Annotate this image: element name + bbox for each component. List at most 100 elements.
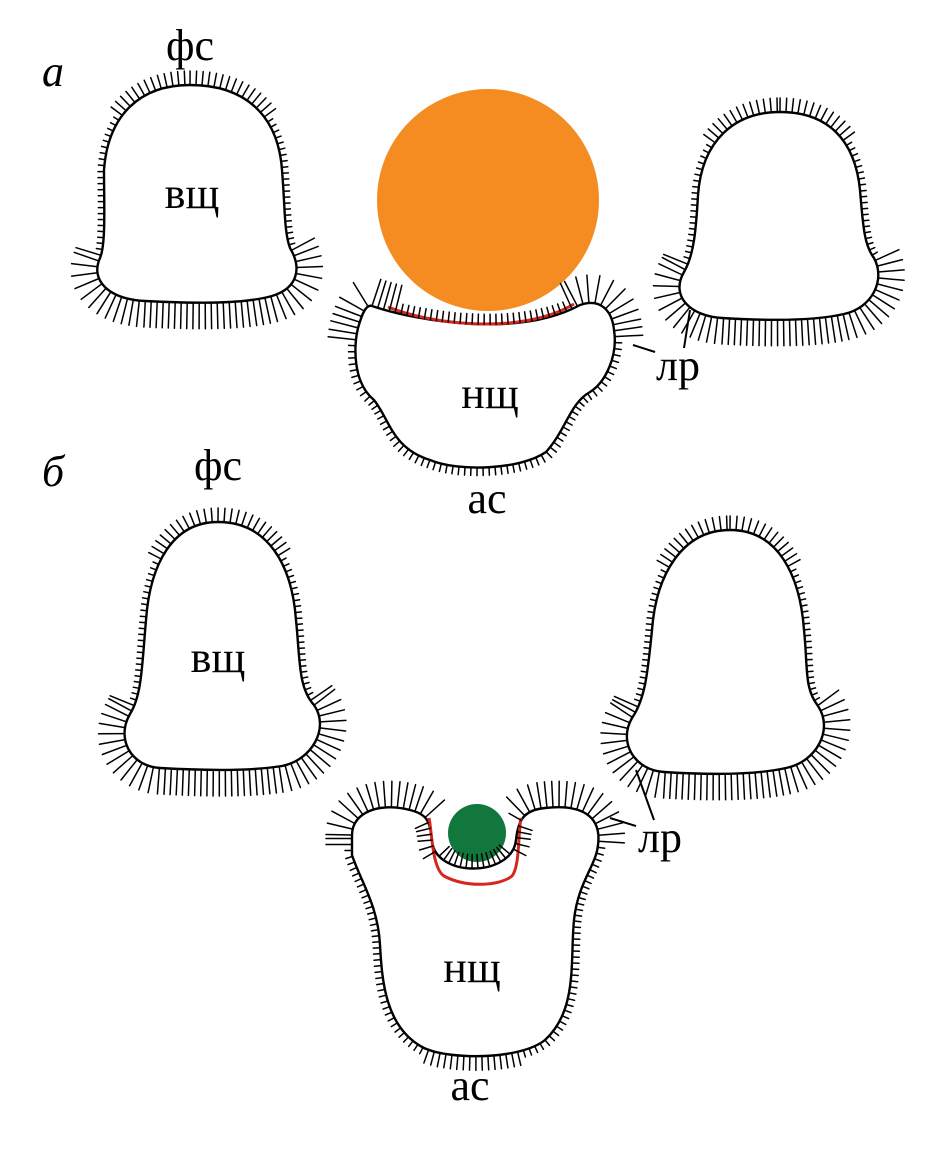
cilium <box>109 695 136 707</box>
cilium <box>512 463 516 473</box>
cilium <box>125 90 136 104</box>
cilium <box>465 312 468 325</box>
cilium <box>684 250 693 254</box>
cilium <box>487 1055 490 1071</box>
cilium <box>505 1053 509 1069</box>
cilium <box>570 974 579 977</box>
cilium <box>653 291 681 300</box>
cilium <box>98 158 106 161</box>
cilium <box>223 507 226 523</box>
food-particle <box>377 89 599 311</box>
cilium <box>649 598 658 602</box>
cilium <box>693 179 701 183</box>
panel-a-upper-left-cell: вщ <box>96 83 298 304</box>
cilium <box>131 692 139 695</box>
cilium <box>284 220 292 223</box>
cilium <box>656 559 671 569</box>
cilium <box>562 301 568 313</box>
cilium <box>248 768 252 797</box>
cilium <box>288 242 296 246</box>
cilium <box>423 308 427 320</box>
cilium <box>766 770 771 798</box>
cilium <box>149 300 152 329</box>
cilium <box>98 738 126 746</box>
cilium <box>816 689 840 707</box>
cilium <box>240 300 245 328</box>
leader-line <box>632 344 656 353</box>
cilium <box>806 670 814 673</box>
cilium <box>293 278 319 291</box>
cilium <box>489 850 497 866</box>
cilium <box>241 84 250 98</box>
cilium <box>564 780 568 809</box>
cilium <box>480 853 485 869</box>
cilium <box>496 846 507 860</box>
cilium <box>254 768 258 796</box>
cilium <box>114 100 127 112</box>
cilium <box>251 92 262 105</box>
cilium <box>390 1022 399 1028</box>
cilium <box>797 98 802 115</box>
cilium <box>648 604 656 608</box>
cilium <box>210 507 214 523</box>
cilium <box>608 298 634 315</box>
cilium <box>810 753 831 774</box>
cilium <box>195 510 202 526</box>
cilium <box>588 868 597 874</box>
cilium <box>351 872 360 877</box>
cilium <box>371 278 382 307</box>
cilium <box>823 719 851 723</box>
cilium <box>139 621 147 624</box>
cilium <box>371 404 379 410</box>
cilium <box>295 623 304 626</box>
cilium <box>717 118 729 131</box>
cilium <box>548 1035 556 1042</box>
cilium <box>432 461 437 471</box>
cilium <box>660 569 668 574</box>
cilium <box>300 756 318 780</box>
cilium <box>149 567 158 571</box>
cilium <box>733 317 737 346</box>
cilium <box>522 1049 527 1058</box>
cilium <box>608 365 618 370</box>
cilium <box>606 750 632 765</box>
cilium <box>415 827 431 833</box>
cilium <box>704 518 711 534</box>
cilium <box>700 155 708 160</box>
cilium <box>330 320 359 329</box>
lateral-cilia-label: лр <box>656 341 700 390</box>
cilium <box>453 311 456 324</box>
cilium <box>463 466 466 476</box>
cilium <box>163 767 167 796</box>
cilium <box>274 135 282 139</box>
cilium <box>558 1020 567 1026</box>
cilium <box>707 128 720 139</box>
cilium <box>778 768 785 796</box>
cilium <box>365 905 374 910</box>
cilium <box>493 848 502 863</box>
cilium <box>137 82 146 97</box>
cilium <box>261 526 273 539</box>
cilium <box>613 347 622 351</box>
cilium <box>318 727 347 732</box>
cilium <box>695 167 704 171</box>
cilium <box>374 970 383 974</box>
cilium <box>371 934 380 938</box>
cilium <box>164 528 176 541</box>
cilium <box>275 293 287 320</box>
cilium <box>325 833 353 836</box>
cilium <box>862 225 871 228</box>
cilium <box>120 297 129 325</box>
cilium <box>642 652 651 656</box>
cilium <box>803 634 812 637</box>
leader-line <box>635 769 655 821</box>
cilium <box>74 277 100 290</box>
cilium <box>505 796 526 817</box>
cilium <box>565 1003 574 1008</box>
cilium <box>298 653 306 656</box>
cilium <box>134 674 142 678</box>
cilium <box>830 315 837 343</box>
cilium <box>556 436 564 442</box>
panel-a-lower-cell: нщ <box>354 301 616 469</box>
cilium <box>859 306 875 331</box>
